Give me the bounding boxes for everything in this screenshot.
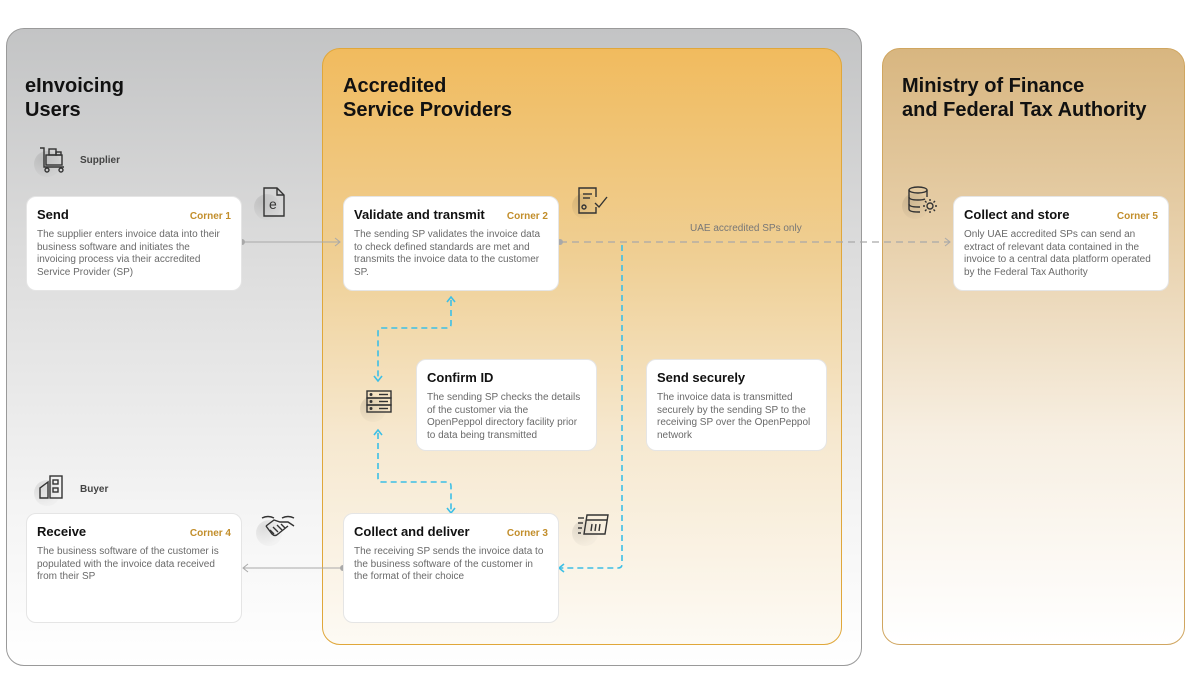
- title-line: Service Providers: [343, 99, 512, 121]
- card-description: Only UAE accredited SPs can send an extr…: [964, 229, 1151, 278]
- title-line: and Federal Tax Authority: [902, 99, 1147, 121]
- card-confirm-id: Confirm ID The sending SP checks the det…: [416, 359, 597, 451]
- panel-title-mof: Ministry of Finance and Federal Tax Auth…: [902, 74, 1146, 122]
- corner-label: Corner 3: [506, 528, 548, 539]
- title-line: Ministry of Finance: [902, 75, 1085, 97]
- role-buyer: Buyer: [34, 472, 108, 506]
- card-description: The receiving SP sends the invoice data …: [354, 546, 544, 582]
- card-description: The business software of the customer is…: [37, 546, 219, 582]
- card-receive: Receive Corner 4 The business software o…: [26, 513, 242, 623]
- title-line: eInvoicing: [25, 75, 124, 97]
- server-directory-icon: [360, 388, 396, 422]
- card-title: Validate and transmit: [354, 207, 485, 222]
- panel-title-users: eInvoicing Users: [25, 74, 124, 122]
- card-title: Confirm ID: [427, 370, 494, 385]
- card-title: Collect and deliver: [354, 524, 470, 539]
- card-title: Send: [37, 207, 69, 222]
- svg-text:e: e: [269, 196, 277, 212]
- card-collect-and-deliver: Collect and deliver Corner 3 The receivi…: [343, 513, 559, 623]
- panel-title-sp: Accredited Service Providers: [343, 74, 512, 122]
- buyer-building-icon: [34, 472, 70, 506]
- panel-ministry-of-finance: [882, 48, 1185, 645]
- card-description: The sending SP checks the details of the…: [427, 392, 581, 441]
- supplier-cart-icon: [34, 143, 70, 177]
- corner-label: Corner 4: [189, 528, 231, 539]
- card-send: Send Corner 1 The supplier enters invoic…: [26, 196, 242, 291]
- card-title: Send securely: [657, 370, 746, 385]
- title-line: Users: [25, 99, 81, 121]
- card-description: The invoice data is transmitted securely…: [657, 392, 811, 441]
- fast-delivery-box-icon: [572, 512, 609, 546]
- card-description: The supplier enters invoice data into th…: [37, 229, 220, 278]
- title-line: Accredited: [343, 75, 447, 97]
- einvoice-document-icon: e: [254, 186, 290, 220]
- card-collect-and-store: Collect and store Corner 5 Only UAE accr…: [953, 196, 1169, 291]
- role-supplier: Supplier: [34, 143, 120, 177]
- handshake-icon: [256, 512, 295, 546]
- corner-label: Corner 2: [506, 211, 548, 222]
- validate-document-check-icon: [572, 185, 608, 219]
- role-label: Buyer: [80, 483, 109, 495]
- card-title: Collect and store: [964, 207, 1070, 222]
- card-send-securely: Send securely The invoice data is transm…: [646, 359, 827, 451]
- corner-label: Corner 1: [189, 211, 231, 222]
- card-description: The sending SP validates the invoice dat…: [354, 229, 541, 278]
- role-label: Supplier: [80, 154, 121, 166]
- corner-label: Corner 5: [1116, 211, 1158, 222]
- card-validate-and-transmit: Validate and transmit Corner 2 The sendi…: [343, 196, 559, 291]
- database-gear-icon: [902, 185, 938, 219]
- card-title: Receive: [37, 524, 87, 539]
- caption-uae-only: UAE accredited SPs only: [690, 223, 802, 234]
